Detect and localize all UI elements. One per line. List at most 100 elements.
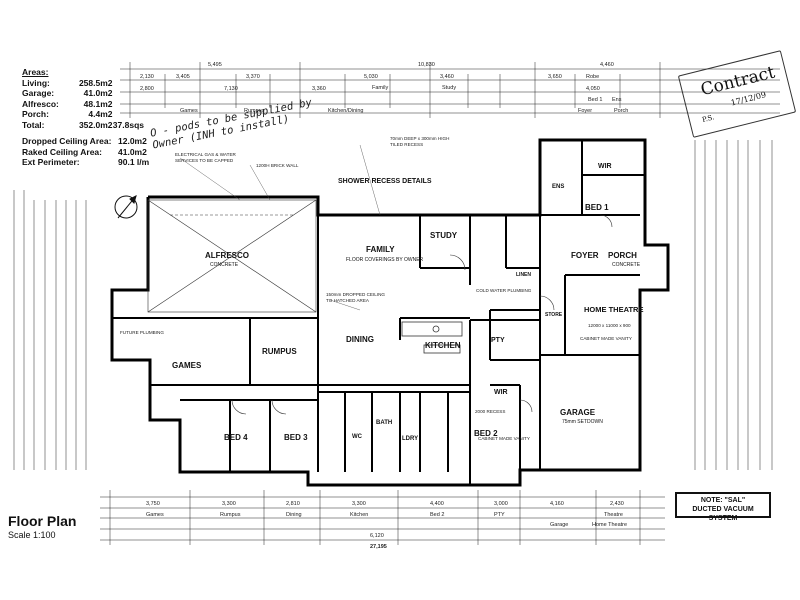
- dim-overall: 27,195: [370, 544, 387, 550]
- room-family-sub: FLOOR COVERINGS BY OWNER: [346, 257, 424, 263]
- plan-title: Floor Plan: [8, 513, 77, 529]
- dim-seg: 3,650: [548, 74, 562, 80]
- dim-seg: 3,370: [246, 74, 260, 80]
- dim-seg: 5,030: [364, 74, 378, 80]
- room-wir-main: WIR: [598, 163, 612, 170]
- room-kitchen: KITCHEN: [425, 341, 461, 350]
- area-row-living: Living:258.5m2: [22, 77, 113, 88]
- room-bed2: BED 2: [474, 429, 498, 438]
- room-garage: GARAGE: [560, 408, 596, 417]
- dim-seg: 4,400: [430, 501, 444, 507]
- ceiling-info: Dropped Ceiling Area:12.0m2 Raked Ceilin…: [22, 136, 149, 168]
- dim-label: Games: [180, 108, 198, 114]
- vacuum-note-box: NOTE: "SAL" DUCTED VACUUM SYSTEM: [675, 492, 771, 522]
- dim-seg: 3,300: [222, 501, 236, 507]
- ceiling-row: Dropped Ceiling Area:12.0m2: [22, 136, 147, 146]
- svg-text:150mm DROPPED CEILING: 150mm DROPPED CEILING: [326, 292, 385, 297]
- svg-text:2000 RECESS: 2000 RECESS: [475, 409, 505, 414]
- dim-seg: 4,160: [550, 501, 564, 507]
- svg-text:COLD WATER PLUMBING: COLD WATER PLUMBING: [476, 288, 532, 293]
- note-line-1: NOTE: "SAL": [700, 497, 746, 504]
- area-row-alfresco: Alfresco:48.1m2: [22, 98, 113, 109]
- dim-seg: 7,130: [224, 86, 238, 92]
- stamp-date: 17/12/09: [729, 90, 768, 108]
- ceiling-row: Raked Ceiling Area:41.0m2: [22, 146, 147, 157]
- interior-walls: [112, 140, 645, 485]
- dim-label: PTY: [494, 512, 505, 518]
- room-porch-sub: CONCRETE: [612, 262, 641, 268]
- dim-seg: 3,360: [312, 86, 326, 92]
- dim-seg: 3,750: [146, 501, 160, 507]
- ceiling-row: Ext Perimeter:90.1 l/m: [22, 157, 150, 168]
- room-porch: PORCH: [608, 251, 637, 260]
- room-wc: WC: [352, 434, 363, 440]
- svg-text:1200H BRICK WALL: 1200H BRICK WALL: [256, 163, 299, 168]
- areas-title: Areas:: [22, 67, 49, 77]
- dim-label: Robe: [586, 74, 599, 80]
- dim-seg: 2,810: [286, 501, 300, 507]
- left-dimensions: [13, 190, 87, 470]
- dim-label: Kitchen/Dining: [328, 108, 363, 114]
- bottom-dimension-text: 3,750 3,300 2,810 3,300 4,400 3,000 4,16…: [146, 501, 627, 550]
- right-dimensions: [694, 140, 773, 470]
- dim-overall-3: 4,460: [600, 62, 614, 68]
- dim-label: Bed 1: [588, 97, 602, 103]
- room-study: STUDY: [430, 231, 458, 240]
- dim-label: Rumpus: [244, 108, 265, 114]
- room-theatre: HOME THEATRE: [584, 305, 643, 314]
- area-row-porch: Porch:4.4m2: [22, 109, 113, 120]
- plan-annotations: ELECTRICAL GAS & WATER SERVICES TO BE CA…: [120, 136, 632, 441]
- room-bed1: BED 1: [585, 203, 609, 212]
- dim-label: Family: [372, 85, 388, 91]
- north-arrow-icon: [114, 195, 138, 219]
- exterior-walls: [110, 138, 670, 487]
- top-dimension-text: 5,495 10,830 4,460 2,130 3,405 3,370 5,0…: [140, 62, 628, 114]
- alfresco-zone: [147, 199, 317, 313]
- bottom-dimensions: [100, 490, 665, 545]
- room-bed3: BED 3: [284, 433, 308, 442]
- shower-heading: SHOWER RECESS DETAILS: [338, 178, 432, 185]
- stamp-initials: P.S.: [701, 113, 716, 125]
- dim-label: Foyer: [578, 108, 592, 114]
- kitchen-bench: [401, 321, 463, 354]
- dim-label: Rumpus: [220, 512, 241, 518]
- dim-label: Theatre: [604, 512, 623, 518]
- svg-text:FUTURE PLUMBING: FUTURE PLUMBING: [120, 330, 164, 335]
- areas-table: Areas: Living:258.5m2 Garage:41.0m2 Alfr…: [22, 67, 144, 131]
- dim-label: Garage: [550, 522, 568, 528]
- room-alfresco-sub: CONCRETE: [210, 262, 239, 268]
- svg-text:ELECTRICAL GAS & WATER: ELECTRICAL GAS & WATER: [175, 152, 237, 157]
- room-dining: DINING: [346, 335, 374, 344]
- dim-seg: 3,405: [176, 74, 190, 80]
- svg-text:CABINET MADE VANITY: CABINET MADE VANITY: [478, 436, 530, 441]
- svg-text:SERVICES TO BE CAPPED: SERVICES TO BE CAPPED: [175, 158, 234, 163]
- svg-text:70mm DEEP x 300mm HIGH: 70mm DEEP x 300mm HIGH: [390, 136, 449, 141]
- door-swings: [231, 214, 613, 415]
- svg-text:CABINET MADE VANITY: CABINET MADE VANITY: [580, 336, 632, 341]
- room-linen: LINEN: [516, 272, 531, 278]
- area-row-garage: Garage:41.0m2: [22, 88, 113, 99]
- dim-overall-2: 10,830: [418, 62, 435, 68]
- room-ldry: LDRY: [402, 436, 418, 442]
- room-store: STORE: [545, 312, 563, 318]
- annotation-leaders: [179, 144, 381, 311]
- room-alfresco: ALFRESCO: [205, 251, 249, 260]
- room-pty: PTY: [491, 337, 505, 344]
- room-ens: ENS: [552, 184, 564, 190]
- dim-label: Games: [146, 512, 164, 518]
- dim-seg: 2,130: [140, 74, 154, 80]
- dim-label: Porch: [614, 108, 628, 114]
- plan-scale: Scale 1:100: [8, 530, 56, 540]
- room-bath: BATH: [376, 420, 392, 426]
- dim-label: Study: [442, 85, 456, 91]
- dim-label: Ens: [612, 97, 622, 103]
- room-rumpus: RUMPUS: [262, 347, 297, 356]
- dim-label: Dining: [286, 512, 302, 518]
- top-dimensions: [120, 62, 780, 118]
- dim-label: Kitchen: [350, 512, 368, 518]
- dim-seg: 4,050: [586, 86, 600, 92]
- dim-seg: 3,460: [440, 74, 454, 80]
- dim-seg: 3,000: [494, 501, 508, 507]
- dim-seg: 6,120: [370, 533, 384, 539]
